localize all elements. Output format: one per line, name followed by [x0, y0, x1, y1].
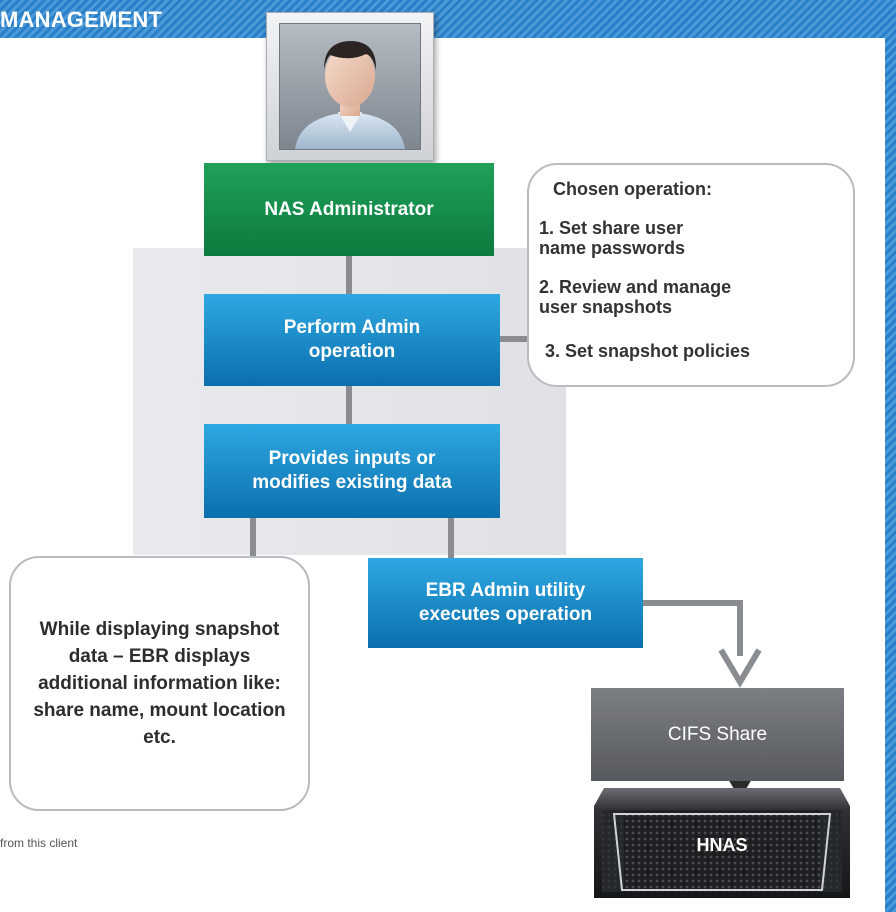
info-callout: While displaying snapshot data – EBR dis… [9, 556, 310, 811]
nas-storage-device-icon: HNAS [594, 788, 850, 898]
operation-item: 1. Set share user name passwords [539, 218, 686, 258]
administrator-avatar [266, 12, 434, 161]
user-avatar-icon [279, 23, 421, 150]
connector-admin-to-perform [346, 256, 352, 294]
connector-ebr-horizontal [643, 600, 743, 606]
provides-inputs-box: Provides inputs or modifies existing dat… [204, 424, 500, 518]
page-title: MANAGEMENT [0, 7, 163, 32]
hnas-label: HNAS [696, 835, 748, 855]
operation-item: 2. Review and manage user snapshots [539, 277, 732, 317]
operation-item: 3. Set snapshot policies [545, 341, 751, 361]
connector-inputs-to-note [250, 518, 256, 556]
perform-admin-operation-box: Perform Admin operation [204, 294, 500, 386]
connector-inputs-to-ebr [448, 518, 454, 558]
connector-perform-to-operations [500, 336, 530, 342]
arrow-down-icon [718, 648, 762, 688]
callout-title: Chosen operation: [553, 179, 713, 199]
cifs-share-box: CIFS Share [591, 688, 844, 781]
connector-ebr-vertical [737, 600, 743, 656]
nas-administrator-box: NAS Administrator [204, 163, 494, 256]
ebr-admin-utility-box: EBR Admin utility executes operation [368, 558, 643, 648]
connector-perform-to-inputs [346, 386, 352, 424]
chosen-operations-callout: Chosen operation: 1. Set share user name… [527, 163, 855, 387]
footnote-text: from this client [0, 836, 78, 850]
info-callout-text: While displaying snapshot data – EBR dis… [33, 619, 286, 748]
